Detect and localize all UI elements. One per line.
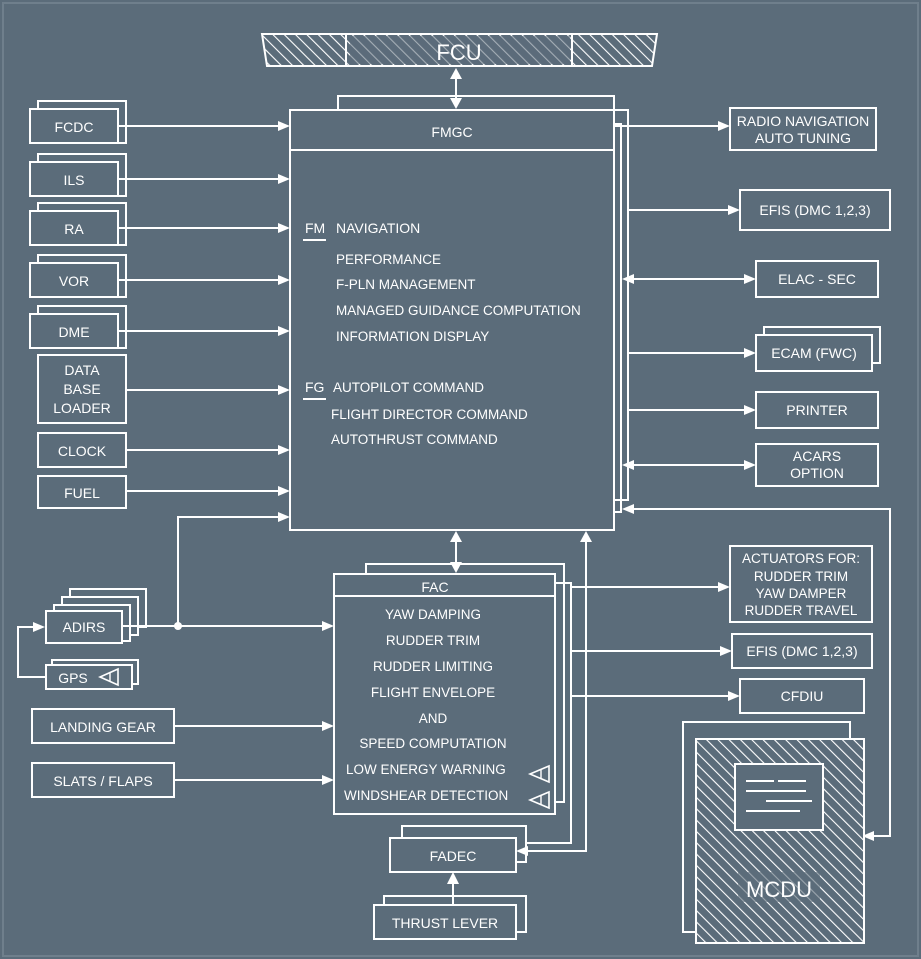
fuel-box: FUEL [37,475,127,509]
fmgc-input-arrows [118,121,290,626]
gps-label: GPS [58,670,88,686]
radio-nav-box: RADIO NAVIGATION AUTO TUNING [729,107,877,151]
fuel-label: FUEL [64,485,100,501]
actuators-box: ACTUATORS FOR: RUDDER TRIM YAW DAMPER RU… [729,545,873,623]
vor-label: VOR [59,273,89,289]
fcdc-label: FCDC [55,119,94,135]
acars-box: ACARS OPTION [755,443,879,487]
actuators-line-1: ACTUATORS FOR: [742,551,860,566]
dme-label: DME [58,324,89,340]
vor-box: VOR [29,254,127,298]
fg-item-autothrust: AUTOTHRUST COMMAND [331,432,498,447]
ils-box: ILS [29,153,127,197]
elac-sec-label: ELAC - SEC [778,271,856,287]
actuators-line-2: RUDDER TRIM [754,569,848,584]
database-loader-box: DATA BASE LOADER [37,354,127,424]
fcdc-box: FCDC [29,100,127,144]
fac-item-rudder-limiting: RUDDER LIMITING [373,659,493,674]
ra-box: RA [29,202,127,246]
ecam-label: ECAM (FWC) [771,345,857,361]
fg-item-flight-director: FLIGHT DIRECTOR COMMAND [331,407,528,422]
fg-tag: FG [305,379,324,395]
landing-gear-label: LANDING GEAR [50,719,156,735]
actuators-line-3: YAW DAMPER [756,586,847,601]
fac-item-speed-computation: SPEED COMPUTATION [359,736,506,751]
fac-item-and: AND [419,711,448,726]
fm-item-navigation: NAVIGATION [336,220,420,236]
efis-fac-box: EFIS (DMC 1,2,3) [731,633,873,669]
fm-item-managed-guidance: MANAGED GUIDANCE COMPUTATION [336,303,581,318]
fcu-label: FCU [436,40,481,65]
fac-title: FAC [421,579,448,595]
cfdiu-label: CFDIU [781,688,824,704]
clock-label: CLOCK [58,443,107,459]
fac-item-flight-envelope: FLIGHT ENVELOPE [371,685,495,700]
acars-line-1: ACARS [793,448,841,464]
cfdiu-box: CFDIU [739,678,865,714]
fm-item-info-display: INFORMATION DISPLAY [336,329,489,344]
ils-label: ILS [63,172,84,188]
adirs-label: ADIRS [63,619,106,635]
fm-item-fpln: F-PLN MANAGEMENT [336,277,476,292]
fm-tag: FM [305,220,325,236]
fadec-label: FADEC [430,848,477,864]
landing-gear-box: LANDING GEAR [31,708,175,744]
fac-output-arrows [571,582,740,701]
efis-fmgc-label: EFIS (DMC 1,2,3) [759,202,870,218]
fac-item-low-energy: LOW ENERGY WARNING [346,762,506,777]
acars-line-2: OPTION [790,465,844,481]
fm-item-performance: PERFORMANCE [336,252,441,267]
triangle-icon [527,790,550,810]
adirs-box: ADIRS [45,588,147,644]
slats-flaps-box: SLATS / FLAPS [31,762,175,798]
fac-input-arrows [122,621,334,785]
fac-item-rudder-trim: RUDDER TRIM [386,633,480,648]
triangle-icon [527,764,550,784]
mcdu-unit: MCDU [682,721,865,944]
gps-box: GPS [45,659,139,690]
thrust-lever-label: THRUST LEVER [392,915,498,931]
slats-flaps-label: SLATS / FLAPS [53,773,152,789]
printer-box: PRINTER [755,391,879,429]
fac-item-windshear: WINDSHEAR DETECTION [344,788,508,803]
thrust-lever-box: THRUST LEVER [373,895,527,940]
database-loader-line-2: BASE [63,381,100,397]
triangle-icon [98,667,119,687]
fmgc-title: FMGC [431,124,472,140]
fmgc-unit: FMGC FM NAVIGATION PERFORMANCE F-PLN MAN… [289,95,629,531]
ecam-box: ECAM (FWC) [755,326,881,372]
actuators-line-4: RUDDER TRAVEL [745,603,858,618]
ra-label: RA [64,221,84,237]
fmgc-output-arrows [614,121,891,841]
mcdu-label: MCDU [746,877,812,902]
efis-fmgc-box: EFIS (DMC 1,2,3) [739,189,891,231]
fac-unit: FAC YAW DAMPING RUDDER TRIM RUDDER LIMIT… [333,563,572,815]
database-loader-line-1: DATA [64,362,100,378]
radio-nav-line-1: RADIO NAVIGATION [737,113,870,129]
fg-item-autopilot: AUTOPILOT COMMAND [333,380,484,395]
clock-box: CLOCK [37,432,127,468]
efis-fac-label: EFIS (DMC 1,2,3) [746,643,857,659]
fadec-box: FADEC [389,825,527,873]
printer-label: PRINTER [786,402,847,418]
mcdu-screen [734,763,824,831]
fcu-panel: FCU [260,33,659,67]
elac-sec-box: ELAC - SEC [755,260,879,298]
database-loader-line-3: LOADER [53,400,111,416]
radio-nav-line-2: AUTO TUNING [755,130,851,146]
fac-item-yaw-damping: YAW DAMPING [385,607,481,622]
